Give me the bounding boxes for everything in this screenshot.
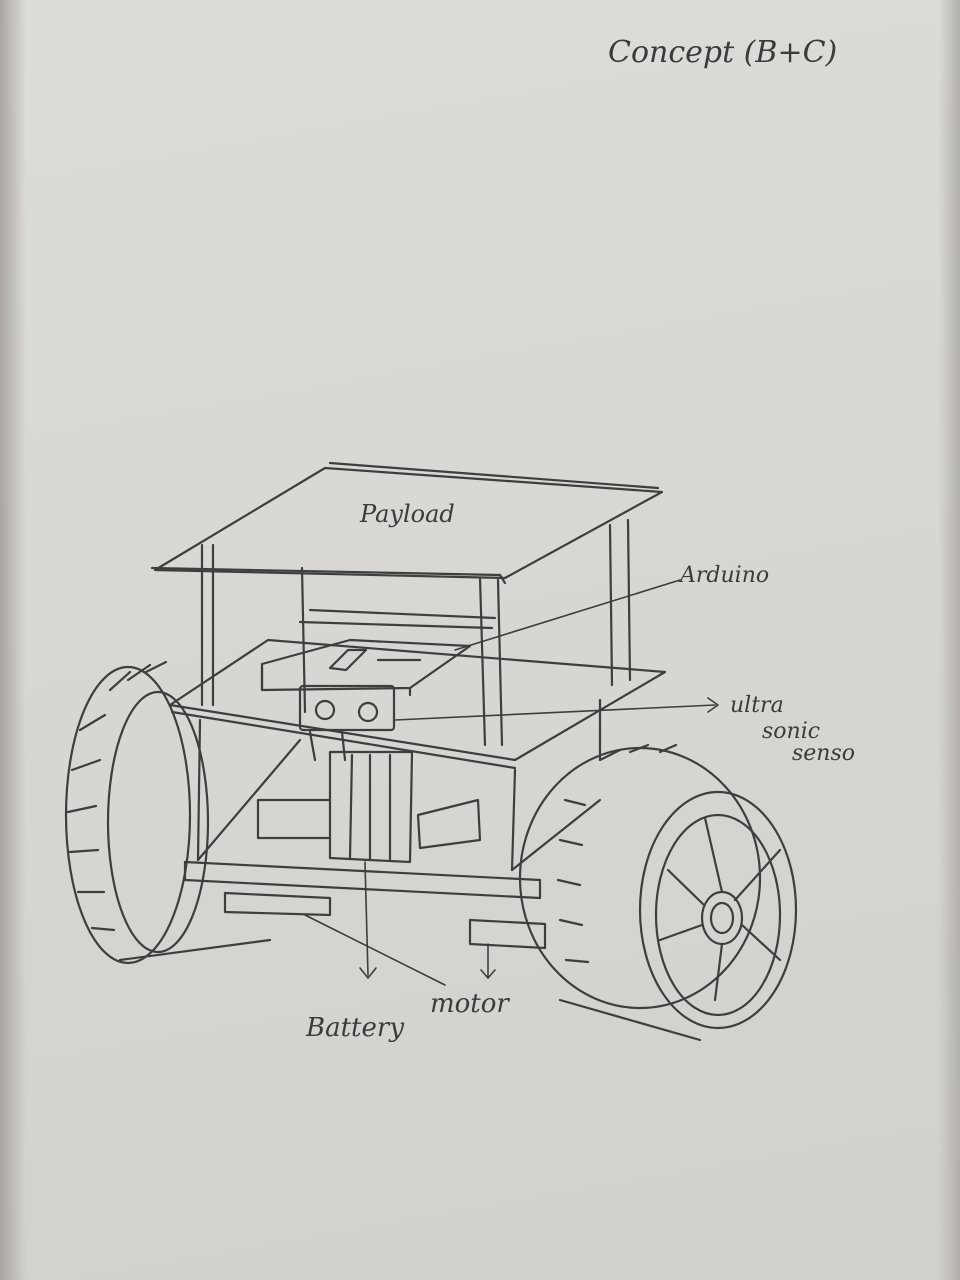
ultrasonic-label-line3: senso: [792, 741, 855, 766]
motors: [225, 893, 545, 948]
battery-pack: [258, 752, 480, 862]
payload-label: Payload: [359, 500, 455, 528]
ultrasonic-label-line1: ultra: [730, 693, 784, 718]
ultrasonic-sensor: [300, 686, 394, 760]
motor-label: motor: [430, 989, 510, 1019]
battery-label: Battery: [305, 1013, 404, 1043]
middle-plate: [170, 610, 665, 768]
concept-title: Concept (B+C): [608, 35, 837, 70]
arduino-label: Arduino: [678, 563, 769, 588]
right-wheel: [520, 745, 796, 1040]
